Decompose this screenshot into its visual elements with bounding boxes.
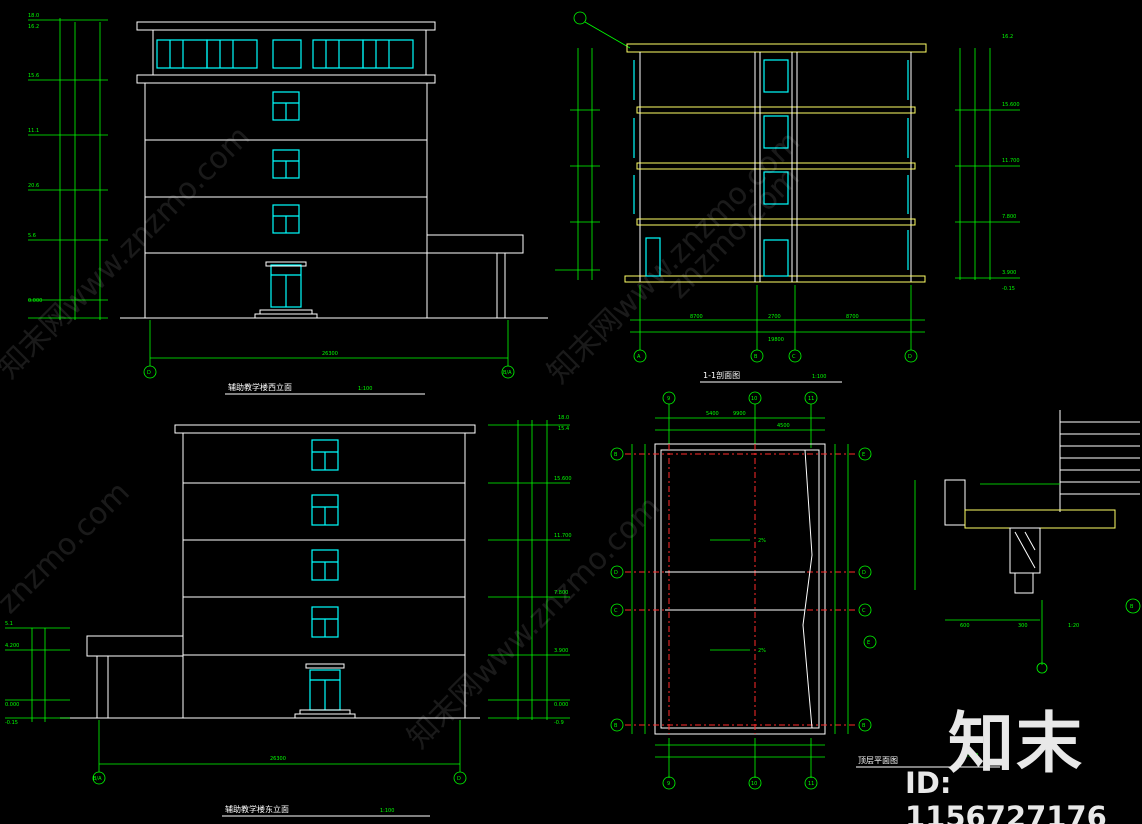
roof-plan: 9 10 11 5400 4500 9900 2% 2% B D C B E D… [610, 391, 1000, 790]
dimension-label: 8700 [846, 314, 859, 320]
axis-label: B [754, 354, 758, 360]
level-label: 0.000 [554, 702, 568, 708]
level-label: 0.000 [5, 702, 19, 708]
level-label: 5.1 [5, 621, 13, 627]
axis-label: D [862, 570, 866, 576]
level-label: 15.4 [558, 426, 569, 432]
level-label: 11.700 [1002, 158, 1020, 164]
axis-label: D [147, 370, 151, 376]
level-label: -0.15 [1002, 286, 1015, 292]
level-label: 20.6 [28, 183, 39, 189]
axis-label: 10 [751, 396, 757, 402]
dimension-label: 26300 [322, 351, 338, 357]
level-label: 3.900 [1002, 270, 1016, 276]
dimension-label: 19800 [768, 337, 784, 343]
axis-label: B [862, 723, 866, 729]
level-label: 4.200 [5, 643, 19, 649]
level-label: 16.2 [28, 24, 39, 30]
roof-detail: 600 300 1:20 B [914, 410, 1141, 674]
east-elevation: 18.0 15.4 15.600 11.700 7.800 3.900 0.00… [5, 415, 572, 817]
axis-label: B [614, 452, 618, 458]
level-label: 5.6 [28, 233, 36, 239]
level-label: 18.0 [558, 415, 569, 421]
axis-label: B/A [93, 776, 102, 782]
axis-label: B [1130, 604, 1134, 610]
axis-label: C [614, 608, 618, 614]
dimension-label: 4500 [777, 423, 790, 429]
dimension-label: 600 [960, 623, 970, 629]
level-label: 16.2 [1002, 34, 1013, 40]
axis-label: E [862, 452, 865, 458]
axis-label: D [457, 776, 461, 782]
axis-label: C [862, 608, 866, 614]
drawing-title: 辅助教学楼西立面 [228, 382, 292, 392]
level-label: 7.800 [554, 590, 568, 596]
level-label: 0.000 [28, 298, 42, 304]
dimension-label: 2700 [768, 314, 781, 320]
drawing-title: 顶层平面图 [858, 756, 898, 765]
axis-label: D [908, 354, 912, 360]
drawing-title: 辅助教学楼东立面 [225, 804, 289, 814]
level-label: 15.600 [1002, 102, 1020, 108]
axis-label: 9 [667, 781, 670, 787]
drawing-title: 1-1剖面图 [703, 370, 740, 380]
section-1-1: 15.600 11.700 7.800 3.900 -0.15 16.2 870… [555, 11, 1020, 383]
axis-label: 9 [667, 396, 670, 402]
drawing-scale: 1:100 [358, 386, 372, 392]
axis-label: 11 [808, 781, 814, 787]
axis-label: B/A [503, 370, 512, 376]
dimension-label: 26300 [270, 756, 286, 762]
watermark-layer: 知末网www.znzmo.com 知末网www.znzmo.com znzmo.… [0, 119, 807, 755]
detail-note: 1:20 [1068, 623, 1079, 629]
level-label: -0.9 [554, 720, 564, 726]
level-label: 15.6 [28, 73, 39, 79]
axis-label: D [614, 570, 618, 576]
axis-label: C [792, 354, 796, 360]
level-label: 7.800 [1002, 214, 1016, 220]
dimension-label: 5400 [706, 411, 719, 417]
axis-label: 11 [808, 396, 814, 402]
image-id-label: ID: 1156727176 [905, 766, 1107, 824]
dimension-label: 9900 [733, 411, 746, 417]
axis-label: A [637, 354, 641, 360]
west-elevation: 18.0 15.6 11.1 20.6 5.6 0.000 16.2 [28, 13, 548, 395]
axis-label: E [867, 640, 870, 646]
drawing-scale: 1:100 [964, 753, 978, 759]
slope-label: 2% [758, 538, 766, 544]
level-label: 15.600 [554, 476, 572, 482]
watermark-text: 知末网www.znzmo.com [401, 489, 667, 755]
axis-label: B [614, 723, 618, 729]
level-label: 11.700 [554, 533, 572, 539]
watermark-text: 知末网www.znzmo.com [541, 124, 807, 390]
drawing-scale: 1:100 [812, 374, 826, 380]
dimension-label: 8700 [690, 314, 703, 320]
watermark-text: znzmo.com [0, 475, 137, 621]
dimension-label: 300 [1018, 623, 1028, 629]
level-label: 3.900 [554, 648, 568, 654]
west-level-labels: 18.0 15.6 11.1 20.6 5.6 0.000 16.2 [28, 13, 42, 304]
level-label: 18.0 [28, 13, 39, 19]
slope-label: 2% [758, 648, 766, 654]
level-label: 11.1 [28, 128, 39, 134]
brand-logo-text: 知末 [948, 705, 1084, 782]
level-label: -0.15 [5, 720, 18, 726]
drawing-scale: 1:100 [380, 808, 394, 814]
axis-label: 10 [751, 781, 757, 787]
